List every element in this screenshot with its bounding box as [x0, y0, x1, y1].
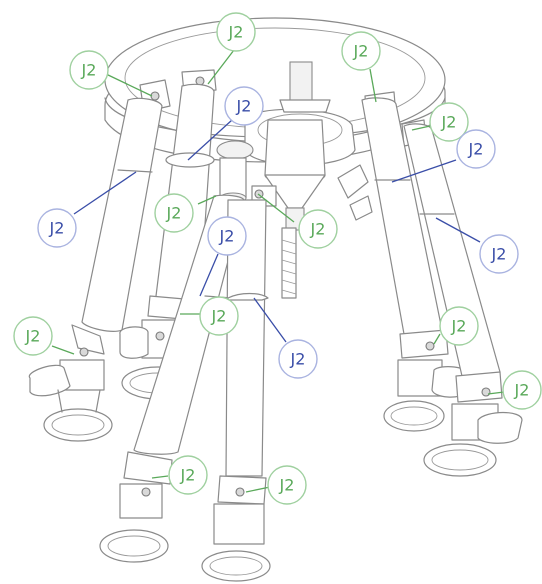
leader-j2-center-right-green: [257, 193, 295, 223]
label-j2-center-blue: J2: [207, 216, 247, 256]
label-j2-right-upper: J2: [429, 102, 469, 142]
leader-j2-bottom-center-green: [245, 486, 271, 493]
leader-j2-left-blue: [73, 171, 137, 215]
label-text: J2: [491, 245, 507, 264]
central-mechanism: [216, 61, 373, 299]
leader-j2-left-green: [51, 345, 75, 355]
label-text: J2: [81, 61, 97, 80]
label-j2-right-blue: J2: [456, 129, 496, 169]
leader-j2-right-blue: [391, 159, 457, 183]
leader-j2-right-upper: [411, 125, 431, 131]
label-j2-left-blue: J2: [37, 208, 77, 248]
callout-labels: J2 J2 J2 J2 J2 J2 J2 J2: [13, 12, 542, 505]
leg-bottom-left: [99, 194, 245, 563]
label-text: J2: [441, 113, 457, 132]
label-j2-top-center: J2: [216, 12, 256, 52]
leader-j2-lower-blue: [253, 297, 287, 343]
label-text: J2: [236, 97, 252, 116]
label-text: J2: [49, 219, 65, 238]
label-j2-bottom-center-green: J2: [267, 465, 307, 505]
leader-j2-bottom-left-green: [151, 475, 169, 479]
leader-j2-upper-mid-blue: [187, 119, 233, 161]
leader-j2-center-left-green: [197, 195, 217, 205]
label-text: J2: [310, 220, 326, 239]
leader-j2-far-right-green: [487, 391, 505, 395]
label-text: J2: [279, 476, 295, 495]
label-text: J2: [25, 327, 41, 346]
label-text: J2: [353, 42, 369, 61]
label-j2-top-right: J2: [341, 31, 381, 71]
label-j2-top-left: J2: [69, 50, 109, 90]
label-text: J2: [166, 204, 182, 223]
label-j2-lower-blue: J2: [278, 339, 318, 379]
leader-j2-far-right-blue: [435, 217, 481, 243]
label-j2-mid-green: J2: [199, 296, 239, 336]
label-j2-right-lower-green: J2: [439, 306, 479, 346]
leader-j2-top-right: [369, 68, 377, 103]
label-text: J2: [219, 227, 235, 246]
label-text: J2: [211, 307, 227, 326]
label-j2-far-right-green: J2: [502, 370, 542, 410]
label-j2-bottom-left-green: J2: [168, 455, 208, 495]
label-j2-center-left-green: J2: [154, 193, 194, 233]
label-j2-far-right-blue: J2: [479, 234, 519, 274]
label-j2-left-green: J2: [13, 316, 53, 356]
leg-bottom-center: [201, 199, 271, 582]
leg-far-right: [403, 123, 523, 477]
label-text: J2: [180, 466, 196, 485]
leader-j2-top-left: [105, 73, 153, 97]
leg-right-center: [361, 97, 471, 432]
leader-lines: [51, 49, 505, 493]
leader-j2-top-center: [207, 49, 235, 85]
label-text: J2: [514, 381, 530, 400]
leader-j2-center-blue: [199, 253, 219, 297]
label-text: J2: [290, 350, 306, 369]
leader-j2-right-lower-green: [433, 333, 441, 345]
label-text: J2: [451, 317, 467, 336]
label-j2-upper-mid-blue: J2: [224, 86, 264, 126]
label-text: J2: [468, 140, 484, 159]
leg-far-left: [28, 97, 163, 442]
label-j2-center-right-green: J2: [298, 209, 338, 249]
label-text: J2: [228, 23, 244, 42]
